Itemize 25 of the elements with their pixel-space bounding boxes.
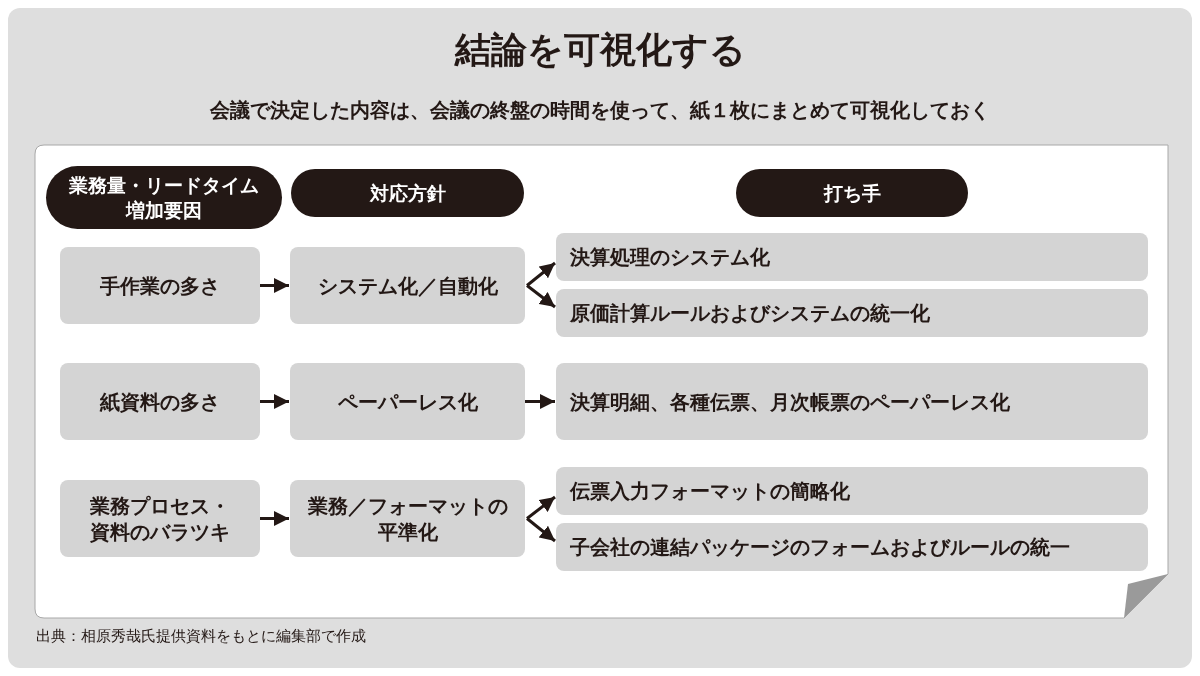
subtitle: 会議で決定した内容は、会議の終盤の時間を使って、紙１枚にまとめて可視化しておく [209,97,991,124]
process-box: 伝票入力フォーマットの簡略化 [556,467,1148,515]
process-box: 決算処理のシステム化 [556,233,1148,281]
arrow [526,495,556,520]
arrow [526,517,556,543]
arrow [526,284,556,309]
arrow [260,278,289,293]
process-box: システム化／自動化 [290,247,525,324]
process-box: 業務プロセス・資料のバラツキ [60,480,260,557]
process-box: 手作業の多さ [60,247,260,324]
arrow [260,394,289,409]
source-note: 出典：相原秀哉氏提供資料をもとに編集部で作成 [36,627,366,646]
process-box: 原価計算ルールおよびシステムの統一化 [556,289,1148,337]
process-box: ペーパーレス化 [290,363,525,440]
process-box: 子会社の連結パッケージのフォームおよびルールの統一 [556,523,1148,571]
arrow [260,511,289,526]
arrow [525,394,555,409]
column-header: 業務量・リードタイム増加要因 [46,166,282,229]
process-box: 紙資料の多さ [60,363,260,440]
arrow [526,261,556,287]
process-box: 決算明細、各種伝票、月次帳票のペーパーレス化 [556,363,1148,440]
column-header: 打ち手 [736,169,968,217]
process-box: 業務／フォーマットの平準化 [290,480,525,557]
title: 結論を可視化する [453,28,747,72]
column-header: 対応方針 [291,169,524,217]
